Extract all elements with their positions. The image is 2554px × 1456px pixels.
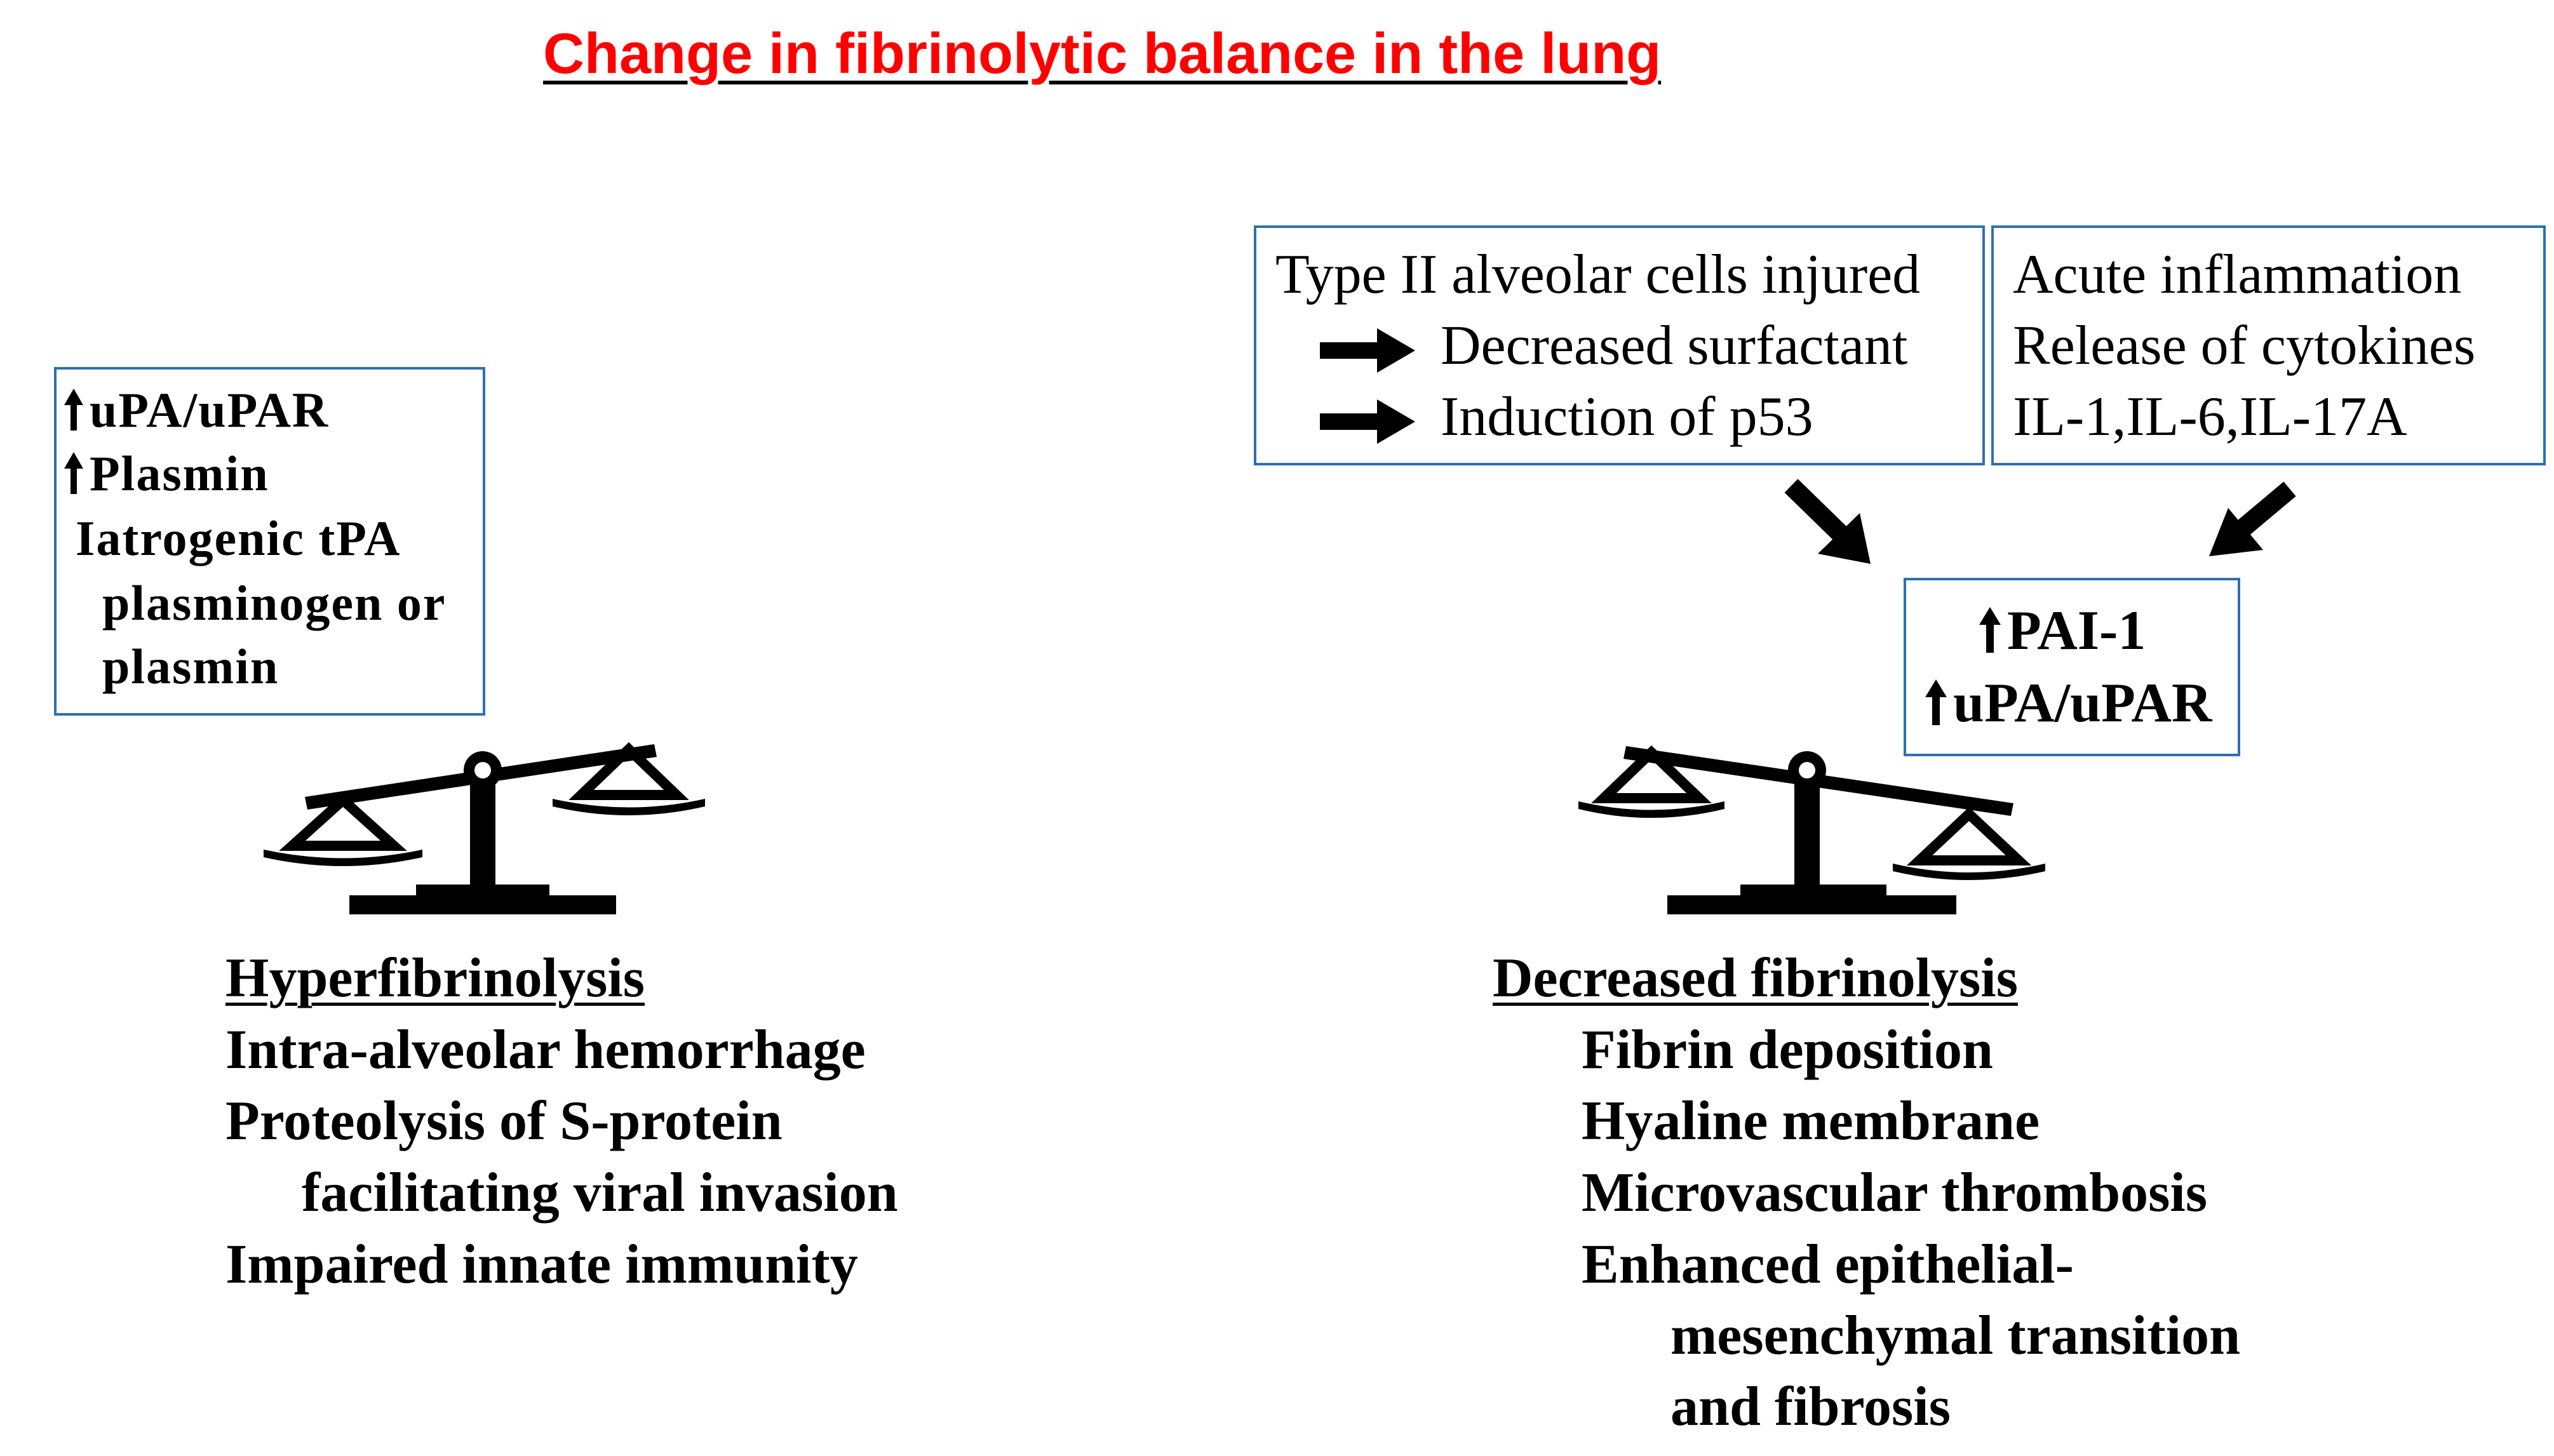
factor-label: uPA/uPAR	[90, 382, 330, 437]
type2-item-label: Decreased surfactant	[1441, 315, 1908, 377]
type2-cells-box: Type II alveolar cells injured Decreased…	[1254, 225, 1985, 465]
factor-iatrogenic: Iatrogenic tPA	[76, 511, 401, 566]
factor-plasminogen: plasminogen or	[102, 575, 447, 631]
up-arrow-icon	[1979, 607, 2001, 653]
pai-upa-line: uPA/uPAR	[1925, 668, 2212, 739]
diagonal-arrow-icon	[1784, 479, 1871, 564]
inflammation-il-list: IL-1,IL-6,IL-17A	[2013, 386, 2407, 448]
hyperfibrinolysis-factors-box: uPA/uPAR Plasmin Iatrogenic tPA plasmino…	[54, 367, 485, 716]
factor-label: Plasmin	[90, 446, 269, 501]
diagonal-arrow-icon	[2209, 481, 2296, 556]
type2-item-label: Induction of p53	[1441, 386, 1813, 448]
pai-box: PAI-1 uPA/uPAR	[1904, 578, 2240, 756]
type2-item-surfactant: Decreased surfactant	[1320, 311, 1907, 382]
factor-plasmin-2: plasmin	[102, 639, 279, 694]
up-arrow-icon	[64, 452, 83, 494]
factor-plasmin: Plasmin	[64, 442, 269, 505]
pai-label: PAI-1	[2007, 600, 2146, 662]
inflammation-cytokines: Release of cytokines	[2013, 315, 2476, 377]
balance-scale-icon	[1578, 745, 2045, 914]
up-arrow-icon	[1925, 679, 1947, 725]
factor-upa-upar: uPA/uPAR	[64, 378, 329, 442]
pai-label: uPA/uPAR	[1953, 672, 2212, 734]
type2-heading: Type II alveolar cells injured	[1275, 244, 1921, 305]
type2-item-p53: Induction of p53	[1320, 382, 1813, 453]
right-arrow-icon	[1320, 399, 1415, 444]
right-arrow-icon	[1320, 328, 1415, 373]
inflammation-box: Acute inflammation Release of cytokines …	[1991, 225, 2546, 465]
diagram-title-text: Change in fibrinolytic balance in the lu…	[543, 22, 1662, 86]
balance-scale-icon	[264, 742, 705, 914]
diagram-title: Change in fibrinolytic balance in the lu…	[543, 19, 1788, 89]
inflammation-heading: Acute inflammation	[2013, 244, 2462, 305]
pai-1-line: PAI-1	[1979, 596, 2146, 667]
up-arrow-icon	[64, 389, 83, 431]
